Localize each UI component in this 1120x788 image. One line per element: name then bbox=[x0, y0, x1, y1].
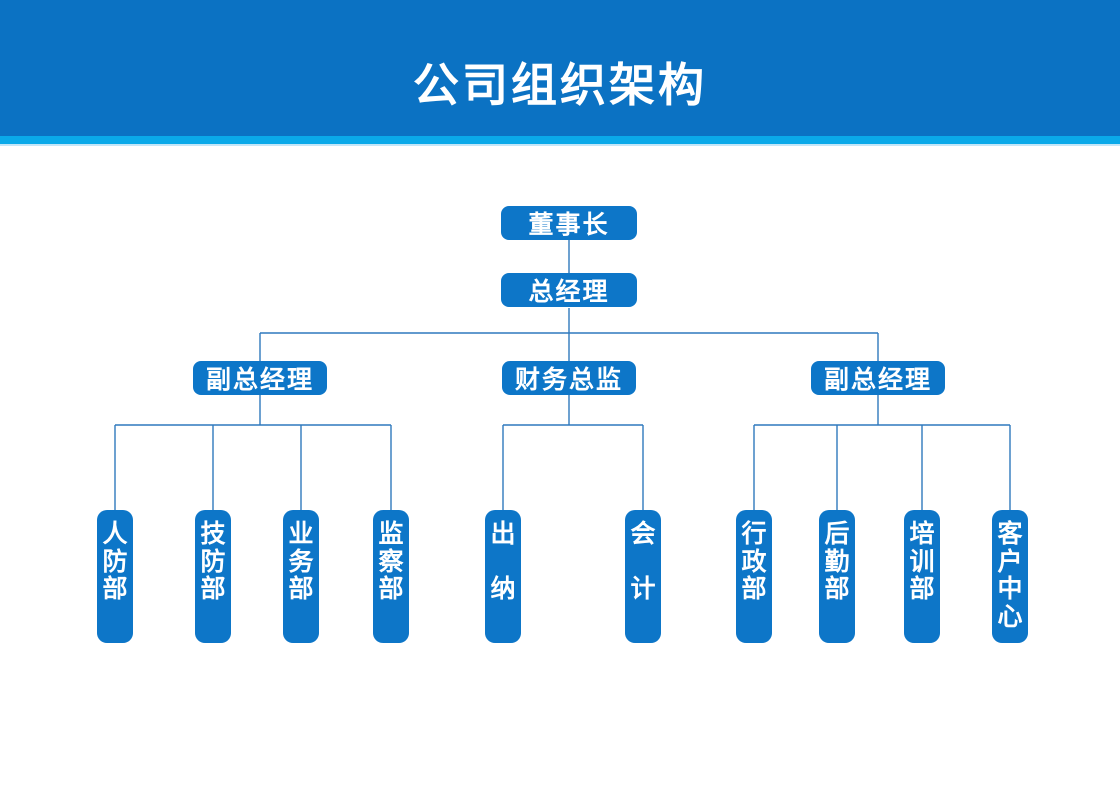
node-label-char: 部 bbox=[378, 575, 404, 603]
node-label-char: 纳 bbox=[490, 575, 516, 603]
dept-cashier: 出纳 bbox=[485, 510, 521, 643]
node-label-char: 勤 bbox=[824, 547, 850, 576]
node-general-manager: 总经理 bbox=[501, 273, 637, 307]
node-label-char: 计 bbox=[630, 575, 656, 603]
node-label: 财务总监 bbox=[514, 366, 623, 394]
node-label-char: 部 bbox=[288, 575, 314, 603]
dept-customer-center: 客户中心 bbox=[992, 510, 1028, 643]
node-label-char: 部 bbox=[909, 575, 935, 603]
node-label: 副总经理 bbox=[823, 366, 932, 394]
node-deputy-gm-right: 副总经理 bbox=[811, 361, 945, 395]
node-label: 副总经理 bbox=[205, 366, 314, 394]
node-label-char: 培 bbox=[909, 520, 935, 548]
header-band: 公司组织架构 bbox=[0, 0, 1120, 136]
node-label-char: 察 bbox=[378, 547, 404, 576]
node-label: 董事长 bbox=[528, 211, 610, 239]
node-chairman: 董事长 bbox=[501, 206, 637, 240]
node-label-char: 务 bbox=[288, 547, 314, 576]
dept-civil-defense: 人防部 bbox=[97, 510, 133, 643]
node-label-char: 防 bbox=[200, 547, 226, 576]
dept-supervision: 监察部 bbox=[373, 510, 409, 643]
node-label-char: 行 bbox=[741, 520, 767, 548]
node-label-char: 客 bbox=[997, 520, 1023, 548]
dept-training: 培训部 bbox=[904, 510, 940, 643]
node-label-char: 户 bbox=[997, 547, 1023, 576]
dept-tech-defense: 技防部 bbox=[195, 510, 231, 643]
node-finance-director: 财务总监 bbox=[502, 361, 636, 395]
node-label-char: 训 bbox=[909, 547, 935, 576]
node-deputy-gm-left: 副总经理 bbox=[193, 361, 327, 395]
node-label-char: 后 bbox=[824, 520, 850, 548]
node-label-char: 技 bbox=[200, 520, 226, 548]
node-label-char: 部 bbox=[200, 575, 226, 603]
dept-business: 业务部 bbox=[283, 510, 319, 643]
node-label-char: 人 bbox=[102, 520, 128, 548]
node-label-char: 心 bbox=[997, 602, 1023, 631]
node-label-char: 政 bbox=[741, 547, 767, 576]
page-title: 公司组织架构 bbox=[413, 59, 707, 111]
node-label-char: 业 bbox=[288, 520, 314, 548]
node-label-char: 出 bbox=[490, 520, 516, 548]
node-label-char: 中 bbox=[997, 575, 1023, 603]
dept-logistics: 后勤部 bbox=[819, 510, 855, 643]
accent-strip bbox=[0, 136, 1120, 146]
dept-admin: 行政部 bbox=[736, 510, 772, 643]
node-label-char: 部 bbox=[741, 575, 767, 603]
node-label-char: 监 bbox=[378, 520, 404, 548]
dept-accounting: 会计 bbox=[625, 510, 661, 643]
node-label-char: 防 bbox=[102, 547, 128, 576]
node-label: 总经理 bbox=[528, 278, 610, 306]
node-label-char: 部 bbox=[102, 575, 128, 603]
node-label-char: 会 bbox=[630, 520, 656, 548]
node-label-char: 部 bbox=[824, 575, 850, 603]
